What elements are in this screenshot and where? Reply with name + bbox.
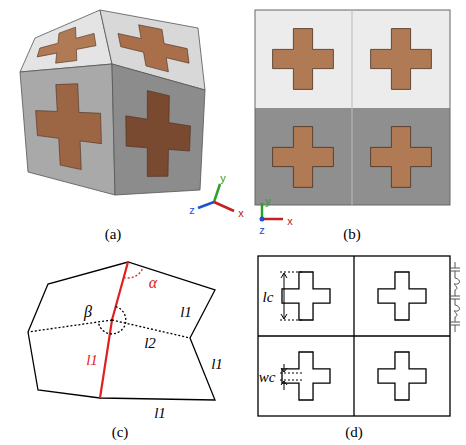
lc-circuit-symbol (450, 262, 460, 332)
length-label: l1 (86, 353, 98, 368)
angle-arc (98, 307, 126, 334)
axis-arrow (214, 202, 234, 211)
panel-caption: (a) (105, 227, 122, 242)
cross-patch (371, 127, 432, 188)
fold-edge (28, 320, 112, 332)
axis-dot (260, 217, 265, 222)
cross-patch (118, 25, 189, 72)
angle-label: α (149, 275, 157, 291)
length-label: l1 (180, 305, 192, 320)
axis-arrow (262, 218, 283, 221)
axis-label: z (189, 205, 195, 216)
cross-outline (282, 352, 330, 400)
unit-cell-view (258, 256, 450, 416)
axis-triad (260, 203, 284, 222)
face (20, 10, 112, 72)
cross-outline (378, 272, 426, 320)
angle-arc (124, 267, 143, 278)
cross-patch (37, 27, 96, 63)
dimension-label: wc (259, 370, 276, 385)
cell-border (258, 335, 450, 336)
panel-caption: (c) (112, 425, 129, 440)
axis-triad (198, 184, 234, 211)
axis-label: y (265, 196, 271, 207)
cross-patch (36, 84, 102, 170)
cross-patch (273, 127, 334, 188)
axis-arrow (214, 184, 220, 202)
front-view (255, 10, 450, 205)
cross-outline (282, 272, 330, 320)
axis-label: y (220, 173, 226, 184)
angle-label: β (84, 304, 92, 320)
cross-outline (378, 352, 426, 400)
panel-caption: (d) (345, 425, 363, 440)
outline (258, 256, 450, 416)
cross-patch (273, 29, 334, 90)
panel-caption: (b) (343, 227, 361, 242)
face (20, 64, 115, 195)
axis-label: x (287, 216, 293, 227)
cross-patch (126, 91, 191, 177)
axis-label: x (238, 208, 244, 219)
folded-unit-3d (20, 10, 205, 195)
fold-geometry (28, 262, 215, 400)
fold-line (352, 10, 353, 205)
axis-arrow (198, 202, 214, 208)
length-label: l1 (154, 406, 166, 421)
dimension-marks (280, 272, 302, 390)
length-label: l2 (144, 336, 156, 351)
face (112, 64, 205, 195)
crease-l1 (100, 262, 128, 398)
outline (255, 10, 450, 205)
outline (28, 262, 215, 400)
length-label: l1 (211, 357, 223, 372)
axis-label: z (259, 225, 265, 236)
cross-patch (371, 29, 432, 90)
dimension-label: lc (263, 290, 274, 305)
